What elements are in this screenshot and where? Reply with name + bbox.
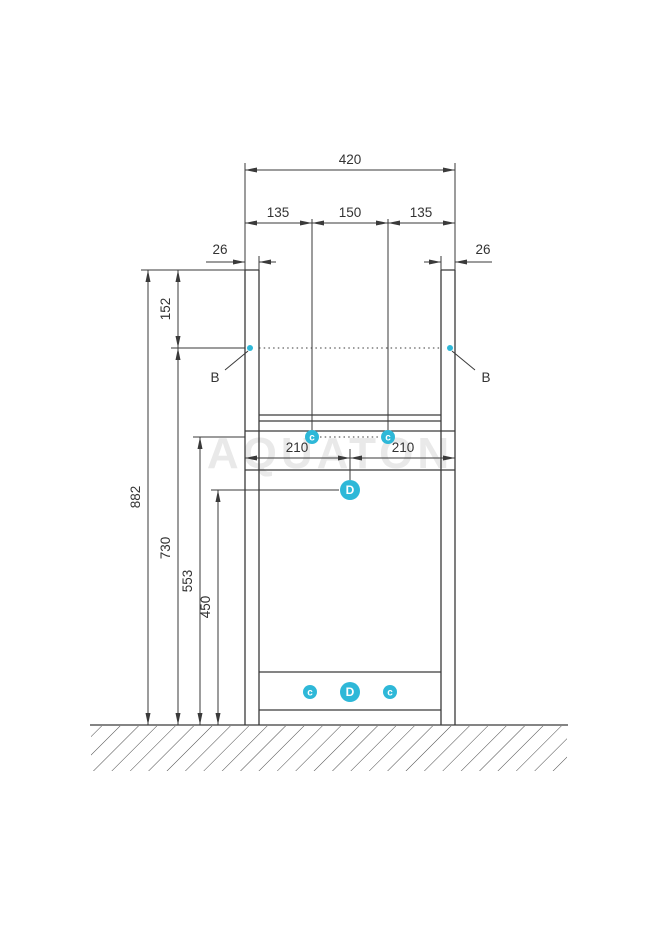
label-half-width-left: 210 [286, 440, 309, 455]
d-marker-bottom [340, 682, 360, 702]
c-marker-bottom-left-label: c [307, 688, 313, 699]
c-marker-bottom-right [383, 685, 397, 699]
b-end-dot-left [247, 345, 253, 351]
label-total-height: 882 [128, 486, 143, 509]
dimension-labels: 420 135 150 135 26 26 210 210 882 152 73… [128, 152, 491, 618]
d-marker-bottom-label: D [346, 685, 355, 699]
c-marker-bottom-left [303, 685, 317, 699]
b-callout-left: B [210, 370, 219, 385]
label-left-segment: 135 [267, 205, 290, 220]
callout-labels: B B [210, 370, 490, 385]
label-half-width-right: 210 [392, 440, 415, 455]
dashed-lines [259, 347, 441, 438]
c-marker-bottom-right-label: c [387, 688, 393, 699]
c-marker-upper-right-label: c [385, 433, 391, 444]
ground [90, 724, 568, 771]
ground-hatching [91, 726, 567, 771]
label-top-to-b: 152 [158, 298, 173, 321]
c-marker-upper-right [381, 430, 395, 444]
c-marker-upper-left [305, 430, 319, 444]
leader-lines [224, 350, 476, 371]
label-total-width: 420 [339, 152, 362, 167]
b-left-leader [224, 350, 249, 371]
label-right-panel-thickness: 26 [475, 242, 490, 257]
b-end-dot-right [447, 345, 453, 351]
d-marker-center-label: D [346, 483, 355, 497]
label-center-segment: 150 [339, 205, 362, 220]
label-right-segment: 135 [410, 205, 433, 220]
label-d-to-floor: 450 [198, 596, 213, 619]
b-right-leader [451, 350, 476, 371]
label-b-to-floor: 730 [158, 537, 173, 560]
b-callout-right: B [481, 370, 490, 385]
label-left-panel-thickness: 26 [212, 242, 227, 257]
c-marker-upper-left-label: c [309, 433, 315, 444]
label-c-to-floor: 553 [180, 570, 195, 593]
dimension-lines [145, 167, 492, 725]
connection-markers: c c D c D c [247, 345, 453, 702]
d-marker-center [340, 480, 360, 500]
